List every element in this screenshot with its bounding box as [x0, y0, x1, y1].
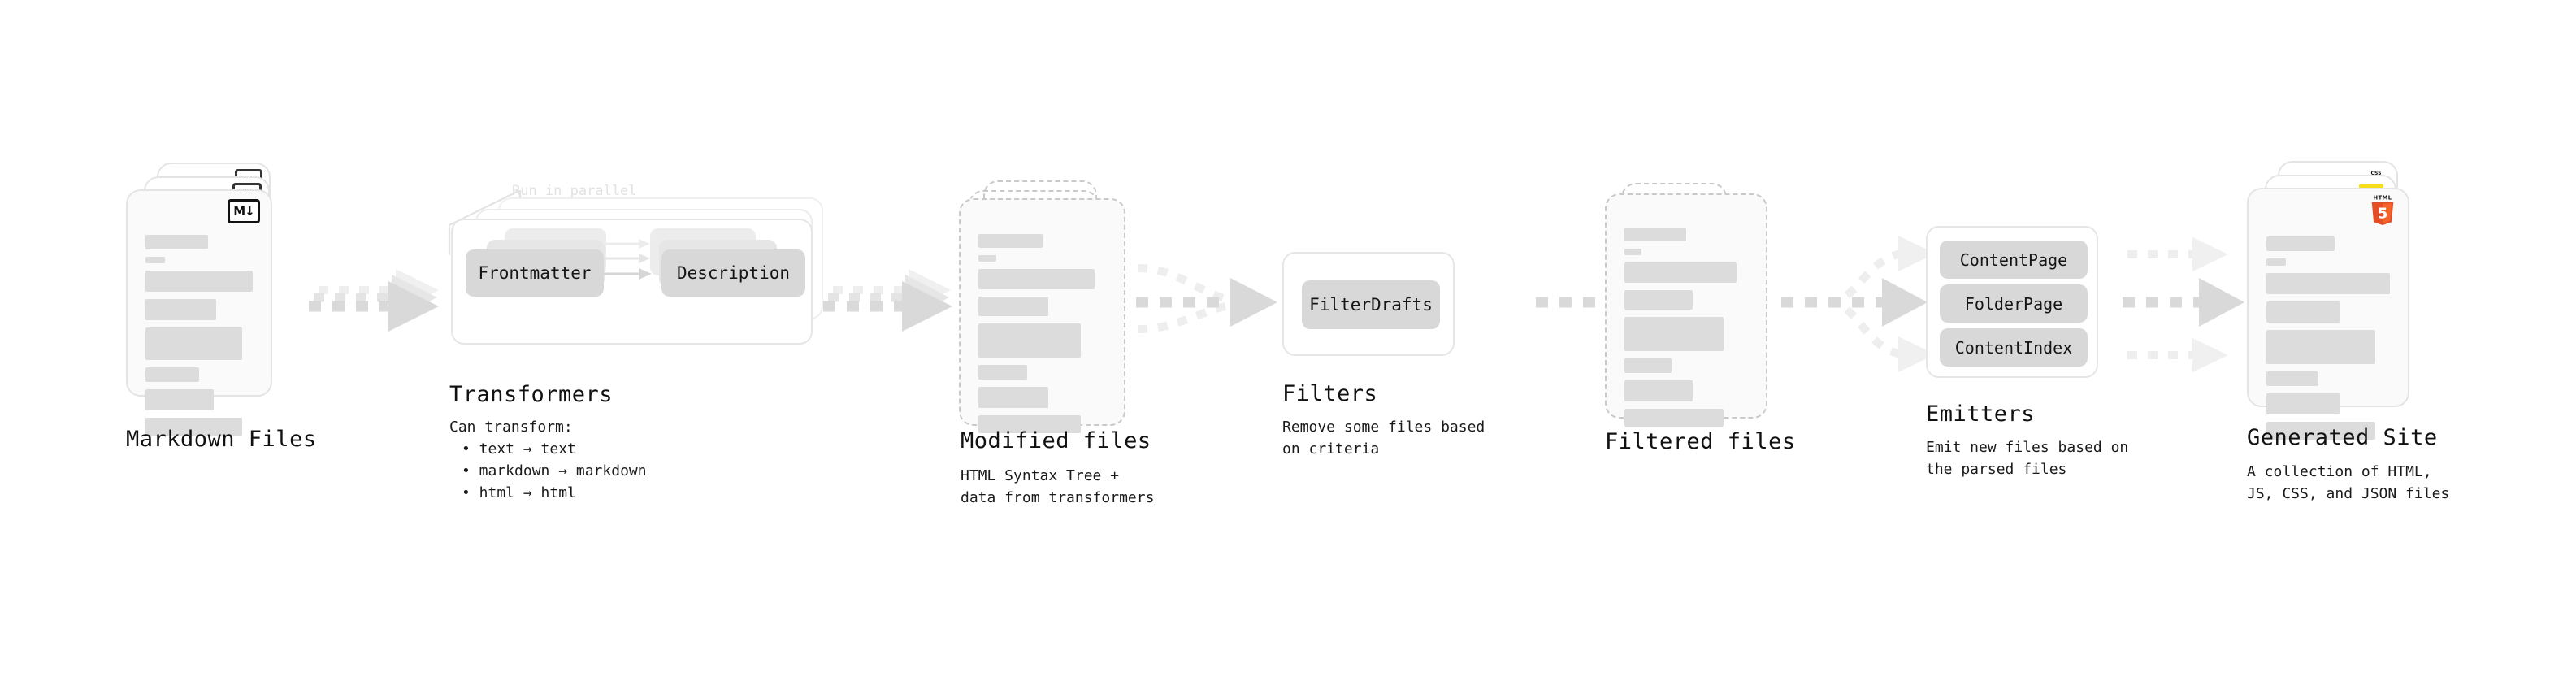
subcaption-filters: Remove some files based on criteria [1282, 419, 1485, 458]
transformer-chip-description[interactable]: Description [661, 249, 805, 297]
transformers-bullet-2: • html → html [462, 484, 576, 501]
caption-markdown-files: Markdown Files [126, 427, 317, 452]
caption-transformers: Transformers [449, 382, 614, 407]
generated-card-front: HTML 5 [2247, 188, 2409, 440]
svg-text:CSS: CSS [2371, 171, 2382, 176]
emitter-chip-contentpage[interactable]: ContentPage [1940, 241, 2088, 279]
arrow-emitters-to-site [2123, 237, 2244, 372]
markdown-card-front: M↓ [126, 189, 272, 436]
arrow-markdown-to-transformers [309, 269, 439, 332]
transformers-bullet-0: • text → text [462, 440, 576, 458]
modified-card-front [959, 198, 1125, 433]
transformer-inner-arrows [603, 239, 652, 280]
emitter-chip-folderpage[interactable]: FolderPage [1940, 284, 2088, 323]
filters-group: FilterDrafts [1282, 252, 1455, 356]
arrow-filtered-to-emitters [1781, 236, 1936, 372]
filtered-files-card-stack [1597, 183, 1792, 427]
subcaption-generated-site: A collection of HTML, JS, CSS, and JSON … [2247, 463, 2450, 502]
subcaption-transformers: Can transform: [449, 419, 573, 436]
subcaption-emitters: Emit new files based on the parsed files [1926, 439, 2129, 478]
document-placeholder-lines [978, 234, 1106, 440]
transformer-chip-frontmatter[interactable]: Frontmatter [466, 249, 604, 297]
arrow-transformers-to-modified [823, 269, 952, 332]
run-in-parallel-label: Run in parallel [512, 183, 637, 199]
caption-filtered-files: Filtered files [1605, 429, 1796, 454]
svg-text:5: 5 [2378, 205, 2388, 222]
generated-site-card-stack: CSS HTML 5 [2247, 161, 2450, 440]
transformers-bullet-1: • markdown → markdown [462, 462, 647, 479]
html5-icon: HTML 5 [2371, 195, 2394, 226]
svg-text:HTML: HTML [2374, 195, 2392, 202]
document-placeholder-lines [1624, 228, 1748, 434]
filter-chip-filterdrafts[interactable]: FilterDrafts [1302, 280, 1440, 329]
document-placeholder-lines [145, 235, 253, 443]
caption-emitters: Emitters [1926, 401, 2036, 427]
caption-generated-site: Generated Site [2247, 425, 2438, 450]
emitters-group: ContentPage FolderPage ContentIndex [1926, 226, 2098, 378]
emitter-chip-contentindex[interactable]: ContentIndex [1940, 328, 2088, 367]
arrow-modified-to-filters [1136, 264, 1277, 333]
caption-filters: Filters [1282, 381, 1378, 406]
markdown-icon: M↓ [228, 199, 260, 223]
document-placeholder-lines [2266, 236, 2390, 447]
markdown-files-card-stack: M↓ M↓ M↓ [126, 163, 321, 436]
transformers-group: Run in parallel Frontmatter Description [448, 183, 833, 345]
subcaption-modified-files: HTML Syntax Tree + data from transformer… [961, 467, 1155, 506]
modified-files-card-stack [959, 180, 1154, 433]
caption-modified-files: Modified files [961, 428, 1151, 453]
filtered-card-front [1605, 193, 1767, 427]
